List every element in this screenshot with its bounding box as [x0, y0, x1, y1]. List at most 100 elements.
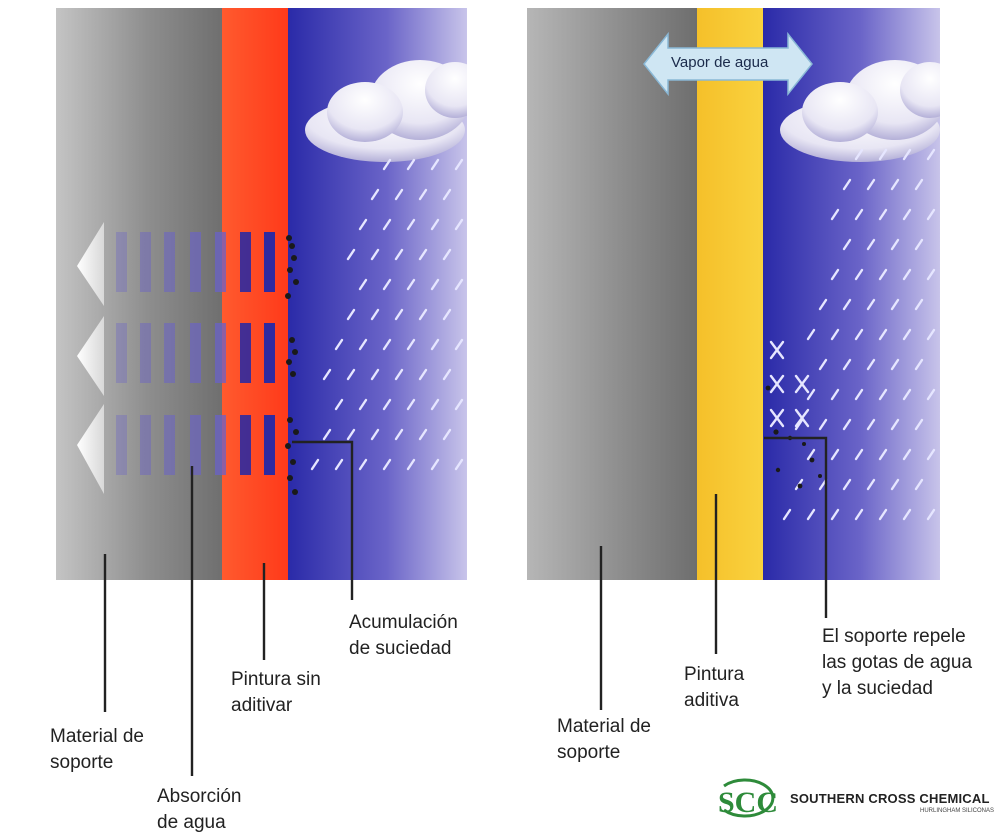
label-dirt: Acumulación de suciedad	[349, 610, 458, 662]
dirt-speck	[293, 429, 299, 435]
rain-drop	[842, 298, 852, 311]
dirt-speck	[285, 293, 291, 299]
rain-drop	[346, 248, 356, 261]
rain-drop	[406, 158, 416, 171]
rain-drop	[406, 338, 416, 351]
rain-drop	[358, 458, 368, 471]
rain-drop	[890, 418, 900, 431]
rain-drop	[902, 508, 912, 521]
absorption-bar	[240, 415, 251, 475]
leader-repel	[764, 436, 828, 618]
rain-drop	[370, 188, 380, 201]
rain-drop	[418, 368, 428, 381]
rain-drop	[346, 368, 356, 381]
rain-drop	[830, 268, 840, 281]
rain-drop	[358, 278, 368, 291]
rain-drop	[430, 338, 440, 351]
absorption-bar	[116, 232, 127, 292]
rain-drop	[926, 148, 936, 161]
left-paint-layer	[222, 8, 288, 580]
rain-drop	[406, 278, 416, 291]
rain-drop	[926, 208, 936, 221]
rain-drop	[926, 448, 936, 461]
repelled-drops	[769, 340, 810, 428]
rain-drop	[914, 238, 924, 251]
double-arrow-icon	[643, 31, 813, 97]
rain-drop	[406, 458, 416, 471]
rain-drop	[370, 248, 380, 261]
rain-drop	[866, 418, 876, 431]
absorption-bar	[116, 323, 127, 383]
rain-drop	[418, 248, 428, 261]
rain-drop	[914, 478, 924, 491]
rain-drop	[782, 508, 792, 521]
rain-drop	[890, 238, 900, 251]
dirt-speck	[287, 267, 293, 273]
rain-drop	[902, 268, 912, 281]
rain-drop	[430, 398, 440, 411]
rain-drop	[454, 278, 464, 291]
rain-drop	[794, 418, 804, 431]
absorption-bar	[240, 323, 251, 383]
rain-drop	[830, 448, 840, 461]
absorption-bar	[240, 232, 251, 292]
absorption-bar	[215, 415, 226, 475]
rain-drop	[926, 508, 936, 521]
rain-drop	[866, 298, 876, 311]
rain-drop	[418, 308, 428, 321]
absorption-bar	[140, 323, 151, 383]
rain-drop	[806, 448, 816, 461]
absorption-bar	[116, 415, 127, 475]
rain-drop	[370, 428, 380, 441]
label-substrate-left: Material de soporte	[50, 724, 144, 776]
dirt-speck	[285, 443, 291, 449]
right-cloud-icon	[780, 60, 940, 162]
rain-drop	[866, 478, 876, 491]
rain-drop	[382, 398, 392, 411]
rain-drop	[442, 308, 452, 321]
rain-drop	[830, 328, 840, 341]
rain-drop	[914, 178, 924, 191]
label-line: y la suciedad	[822, 678, 933, 699]
rain-drop	[430, 458, 440, 471]
rain-drop	[406, 398, 416, 411]
rain-drop	[454, 218, 464, 231]
absorption-bar	[140, 415, 151, 475]
rain-drop	[430, 278, 440, 291]
absorption-bar	[264, 232, 275, 292]
rain-drop	[854, 148, 864, 161]
rain-drop	[830, 208, 840, 221]
rain-drop	[878, 388, 888, 401]
label-line: aditivar	[231, 695, 293, 716]
rain-drop	[902, 328, 912, 341]
rain-drop	[418, 428, 428, 441]
rain-drop	[878, 208, 888, 221]
label-repel: El soporte repele las gotas de agua y la…	[822, 624, 972, 702]
dirt-speck	[289, 243, 295, 249]
rain-drop	[382, 158, 392, 171]
rain-drop	[854, 208, 864, 221]
rain-drop	[442, 428, 452, 441]
rain-drop	[818, 298, 828, 311]
absorption-bar	[215, 232, 226, 292]
label-line: soporte	[557, 742, 621, 763]
absorption-bar	[190, 232, 201, 292]
label-line: las gotas de agua	[822, 652, 973, 673]
scc-logo: SCC	[718, 778, 778, 819]
left-substrate-layer	[56, 8, 222, 580]
rain-drop	[890, 478, 900, 491]
label-substrate-right: Material de soporte	[557, 714, 651, 766]
absorption-arrow-icon	[77, 222, 104, 306]
label-line: de agua	[157, 812, 226, 833]
dirt-speck	[286, 235, 292, 241]
logo-mark: SCC	[718, 786, 778, 819]
label-line: Acumulación	[349, 612, 458, 633]
rain-drop	[454, 398, 464, 411]
rain-drop	[842, 478, 852, 491]
label-line: Pintura	[684, 664, 745, 685]
logo-company-name: SOUTHERN CROSS CHEMICAL	[790, 791, 990, 806]
label-line: El soporte repele	[822, 626, 966, 647]
label-paint-right: Pintura aditiva	[684, 662, 744, 714]
dirt-speck	[293, 279, 299, 285]
